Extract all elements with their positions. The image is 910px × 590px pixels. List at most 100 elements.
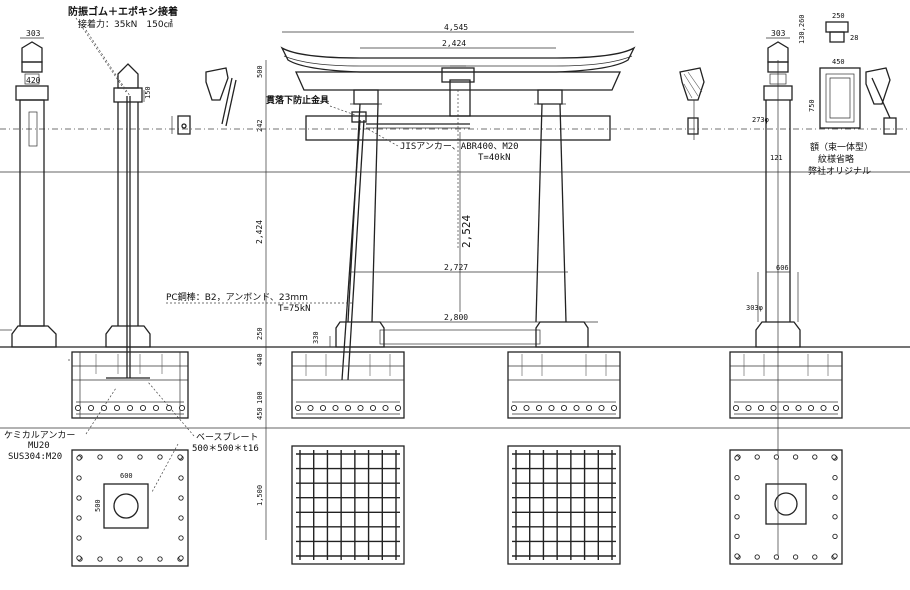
reference-lines	[0, 128, 910, 429]
note-chem-anchor: ケミカルアンカー	[4, 430, 75, 441]
rebar-dot	[832, 514, 838, 520]
rebar-section	[548, 404, 555, 412]
rebar-dot	[773, 454, 780, 460]
rebar-dot	[754, 554, 760, 560]
note-base-plate-size: 500＊500＊t16	[192, 444, 259, 454]
rebar-section	[832, 404, 840, 412]
svg-text:273φ: 273φ	[752, 116, 769, 124]
svg-text:2,727: 2,727	[444, 263, 468, 272]
rebar-section	[369, 404, 377, 412]
note-pc-tension: T=75kN	[278, 304, 311, 314]
svg-text:121: 121	[770, 154, 783, 162]
svg-text:100: 100	[256, 391, 264, 404]
left-column-elevation: 303 420	[0, 29, 57, 348]
note-rubber: 防振ゴム＋エポキシ接着	[68, 5, 178, 18]
svg-text:750: 750	[808, 99, 816, 112]
rebar-section	[87, 404, 95, 412]
rebar-dot	[178, 495, 184, 501]
rebar-section	[732, 404, 740, 412]
rebar-dot	[792, 554, 799, 560]
rebar-section	[573, 404, 580, 412]
rebar-dot	[832, 474, 838, 481]
rebar-dot	[832, 553, 838, 559]
svg-text:500: 500	[94, 499, 102, 512]
svg-text:303: 303	[771, 29, 786, 38]
rebar-dot	[157, 454, 163, 460]
rebar-section	[820, 404, 827, 412]
rebar-section	[344, 404, 352, 412]
rebar-section	[394, 404, 402, 412]
rebar-section	[113, 404, 121, 412]
rebar-section	[332, 404, 339, 412]
rebar-section	[585, 404, 593, 412]
rebar-dot	[177, 454, 183, 460]
rebar-dot	[76, 495, 82, 501]
left-section: 150	[68, 63, 189, 419]
svg-text:600: 600	[120, 472, 133, 480]
rebar-dot	[734, 514, 740, 520]
rebar-section	[357, 404, 364, 412]
rebar-section	[100, 404, 108, 412]
rebar-layer	[74, 401, 840, 562]
svg-text:130,260: 130,260	[798, 14, 806, 44]
annotations: 防振ゴム＋エポキシ接着 接着力：35kN 150㎠ 貫落下防止金具 JISアンカ…	[4, 5, 873, 493]
svg-text:450: 450	[832, 58, 845, 66]
svg-text:500: 500	[256, 65, 264, 78]
plan-foundations: 600 500	[71, 445, 843, 567]
note-jis-anchor: JISアンカー、ABR400、M20	[400, 141, 519, 152]
rebar-section	[126, 404, 134, 412]
small-details	[171, 67, 897, 140]
rebar-section	[598, 404, 605, 412]
rebar-section	[745, 404, 752, 412]
rebar-dot	[773, 554, 780, 560]
svg-text:250: 250	[832, 12, 845, 20]
rebar-dot	[137, 556, 143, 562]
rebar-section	[782, 404, 790, 412]
rebar-dot	[76, 515, 82, 521]
rebar-dot	[157, 556, 163, 562]
note-crest-omitted: 紋様省略	[818, 153, 854, 165]
rebar-section	[770, 404, 777, 412]
rebar-section	[382, 404, 389, 412]
rebar-dot	[812, 554, 818, 560]
rebar-dot	[137, 454, 143, 460]
svg-text:1,500: 1,500	[256, 485, 264, 506]
rebar-dot	[178, 535, 184, 541]
rebar-section	[152, 404, 160, 412]
svg-text:2,424: 2,424	[442, 39, 466, 48]
rebar-dot	[76, 475, 82, 481]
rebar-dot	[76, 555, 82, 561]
rebar-section	[178, 404, 186, 412]
svg-text:2,800: 2,800	[444, 313, 468, 322]
rebar-dot	[832, 533, 838, 540]
rebar-dot	[754, 454, 760, 460]
svg-text:250: 250	[256, 327, 264, 340]
main-elevation: 4,545 2,424 2,524 2,727 2,800 330	[255, 23, 636, 540]
svg-text:303: 303	[26, 29, 41, 38]
rebar-dot	[734, 494, 740, 500]
rebar-dot	[117, 556, 123, 562]
note-fall-prevention: 貫落下防止金具	[266, 94, 329, 106]
rebar-section	[139, 404, 147, 412]
rebar-section	[560, 404, 568, 412]
note-plaque-type: 額（束一体型）	[810, 141, 873, 153]
svg-text:440: 440	[256, 353, 264, 366]
right-column-elevation: 303 273φ 121 606 303φ	[729, 29, 843, 560]
rebar-section	[307, 404, 314, 412]
note-chem-sus: SUS304:M20	[8, 452, 62, 462]
plaque-detail: 250 130,260 28 450 750	[798, 12, 861, 129]
rebar-dot	[832, 494, 838, 500]
rebar-section	[523, 404, 530, 412]
rebar-dot	[178, 475, 184, 481]
svg-text:420: 420	[26, 76, 41, 85]
rebar-dot	[792, 454, 799, 460]
note-chem-mu: MU20	[28, 441, 50, 451]
svg-text:303φ: 303φ	[746, 304, 763, 312]
middle-foundations	[291, 351, 621, 419]
rebar-dot	[734, 455, 740, 461]
svg-text:450: 450	[256, 407, 264, 420]
svg-text:2,524: 2,524	[460, 215, 473, 248]
rebar-dot	[97, 454, 103, 460]
svg-text:606: 606	[776, 264, 789, 272]
